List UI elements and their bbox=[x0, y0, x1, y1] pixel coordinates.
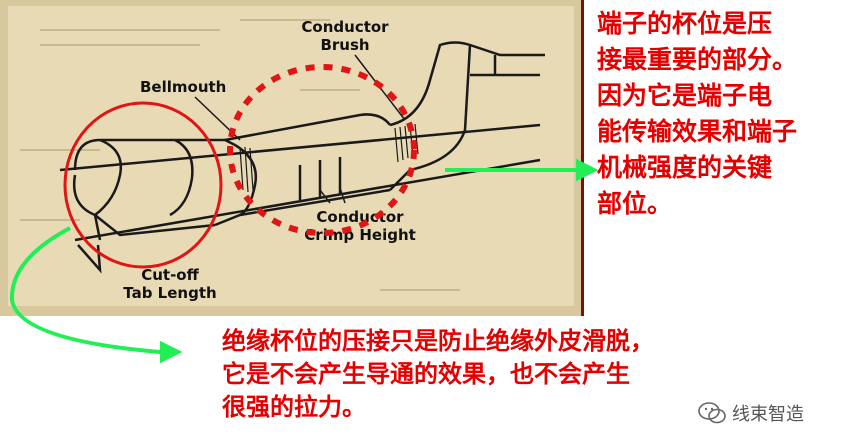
cutoff-label-2: Tab Length bbox=[123, 284, 216, 302]
insulation-barrel-callout: 绝缘杯位的压接只是防止绝缘外皮滑脱， 它是不会产生导通的效果，也不会产生 很强的… bbox=[222, 325, 832, 424]
callout-right-line: 能传输效果和端子 bbox=[597, 117, 798, 146]
bellmouth-label: Bellmouth bbox=[140, 78, 226, 96]
callout-bottom-line: 绝缘杯位的压接只是防止绝缘外皮滑脱， bbox=[222, 327, 654, 355]
callout-bottom-line: 很强的拉力。 bbox=[222, 393, 366, 421]
crimp-height-label-2: Crimp Height bbox=[304, 226, 416, 244]
wechat-icon bbox=[698, 402, 726, 424]
insulation-barrel-highlight-circle bbox=[63, 101, 223, 269]
callout-right-line: 因为它是端子电 bbox=[597, 81, 773, 110]
callout-right-line: 端子的杯位是压 bbox=[597, 9, 773, 38]
conductor-brush-label-1: Conductor bbox=[301, 18, 389, 36]
wechat-watermark: 线束智造 bbox=[698, 400, 804, 426]
terminal-outline bbox=[59, 41, 545, 274]
conductor-brush-label-2: Brush bbox=[320, 36, 369, 54]
conductor-brush-hatching bbox=[239, 123, 419, 193]
callout-right-line: 机械强度的关键 bbox=[597, 153, 773, 182]
conductor-barrel-highlight-circle bbox=[227, 64, 417, 236]
cutoff-label-1: Cut-off bbox=[141, 266, 199, 284]
watermark-text: 线束智造 bbox=[732, 404, 804, 425]
conductor-barrel-callout: 端子的杯位是压 接最重要的部分。 因为它是端子电 能传输效果和端子 机械强度的关… bbox=[597, 6, 837, 222]
terminal-line-drawing: Conductor Brush Bellmouth Conductor Crim… bbox=[20, 18, 545, 302]
terminal-diagram-photo: Conductor Brush Bellmouth Conductor Crim… bbox=[0, 0, 584, 316]
bottom-callout-arrow-head bbox=[160, 340, 183, 364]
background-print-lines bbox=[20, 19, 460, 291]
callout-right-line: 接最重要的部分。 bbox=[597, 45, 798, 74]
callout-bottom-line: 它是不会产生导通的效果，也不会产生 bbox=[222, 360, 630, 388]
callout-right-line: 部位。 bbox=[597, 189, 673, 218]
